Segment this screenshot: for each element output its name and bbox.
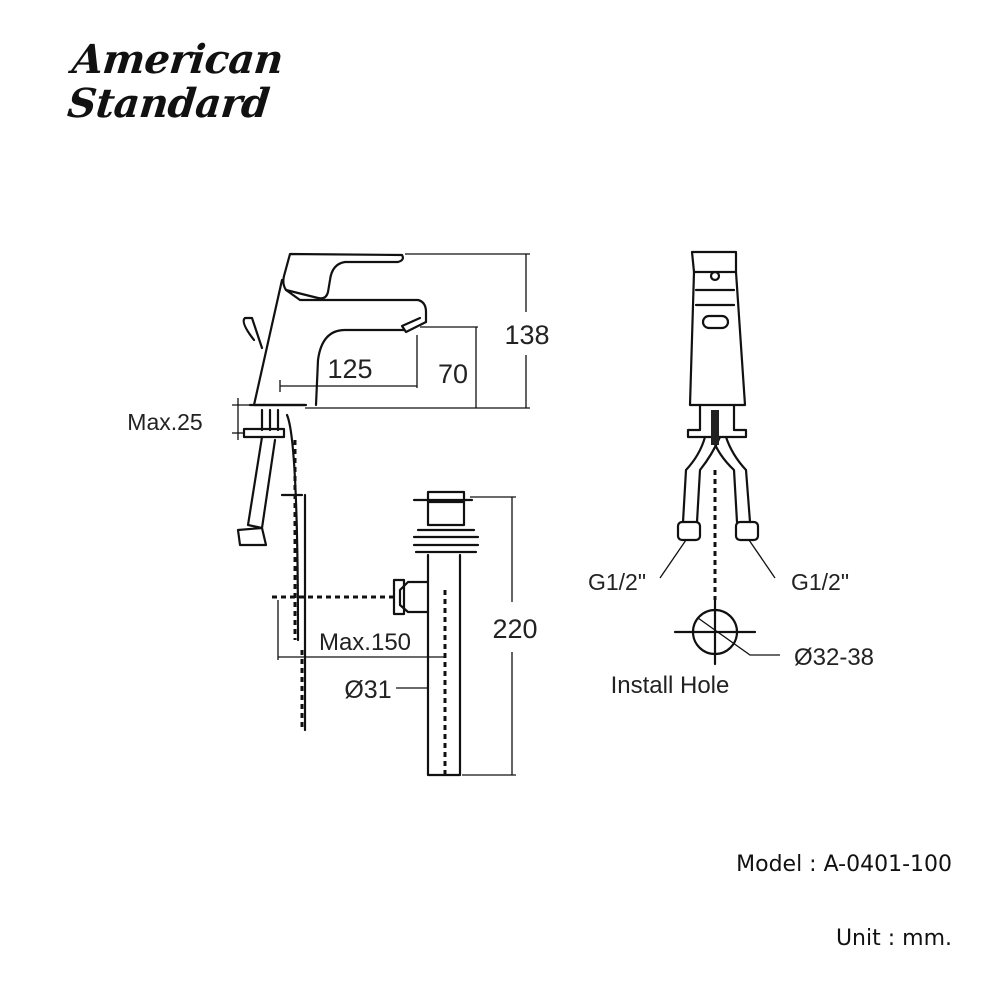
dim-deck-max-label: Max.25 (127, 409, 202, 435)
dim-spout-height-label: 70 (438, 359, 468, 389)
pop-up-drain (272, 490, 480, 778)
unit-label: Unit : mm. (835, 926, 952, 951)
connection-left-label: G1/2" (588, 569, 646, 595)
dim-drain-height-label: 220 (492, 614, 537, 644)
dim-spout-reach-label: 125 (327, 354, 372, 384)
install-hole-label: Install Hole (611, 672, 730, 699)
faucet-front-view: G1/2" G1/2" Ø32-38 Install Hole (588, 250, 874, 699)
dim-height-label: 138 (504, 320, 549, 350)
model-number: Model : A-0401-100 (736, 852, 952, 877)
connection-right-label: G1/2" (791, 569, 849, 595)
dim-drain-diameter-label: Ø31 (344, 676, 391, 704)
side-dimensions: 138 70 125 Max.25 220 Max.150 Ø31 (127, 253, 550, 776)
hole-diameter-label: Ø32-38 (794, 644, 874, 671)
faucet-side-view (236, 252, 428, 732)
dim-drain-reach-label: Max.150 (319, 629, 411, 656)
